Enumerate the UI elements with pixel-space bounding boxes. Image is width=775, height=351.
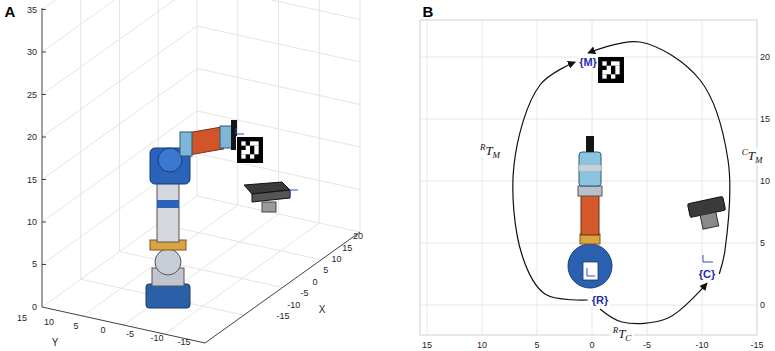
tick-label: -10 — [695, 341, 708, 350]
tick-label: 35 — [27, 6, 37, 15]
robot-joint — [155, 249, 181, 275]
tick-label: 20 — [760, 53, 770, 62]
panel-letter: A — [5, 4, 16, 19]
camera-front — [252, 190, 290, 202]
camera-frame — [290, 190, 298, 196]
tick-label: 0 — [760, 301, 765, 310]
floor-grid — [42, 196, 360, 334]
tick-label: 15 — [342, 243, 352, 252]
transform-arrow — [600, 283, 707, 323]
aruco-marker — [237, 137, 263, 163]
tick-label: -15 — [276, 312, 289, 321]
axis-label: Y — [52, 338, 59, 348]
frame-name: {R} — [592, 294, 609, 306]
transform-label: RTM — [478, 144, 502, 157]
camera-frame-top — [703, 255, 713, 262]
tick-label: 0 — [589, 341, 594, 350]
transform-label: CTM — [740, 149, 765, 162]
wall-grid — [42, 0, 360, 279]
robot-column — [157, 180, 179, 242]
axis-lines — [42, 8, 360, 343]
robot-arm-3d — [146, 120, 237, 308]
robot-frame-axes — [587, 268, 595, 276]
aruco-marker-border — [236, 136, 264, 164]
robot-link-top — [581, 195, 599, 235]
tick-label: 5 — [32, 260, 37, 269]
tick-label: 15 — [27, 175, 37, 184]
robot-arm-top — [568, 136, 612, 288]
tick-label: 20 — [27, 133, 37, 142]
robot-wrist-band — [579, 165, 601, 171]
tick-label: 10 — [27, 218, 37, 227]
robot-joint-top — [578, 186, 602, 196]
robot-wrist — [220, 126, 232, 148]
camera-mount-top — [700, 212, 719, 229]
tick-label: -10 — [150, 334, 163, 343]
transform-label: RTC — [611, 327, 634, 340]
frame-label: {R} — [591, 294, 610, 306]
tick-label: 10 — [44, 318, 54, 327]
tick-label: -5 — [300, 289, 308, 298]
robot-column-stripe — [157, 200, 179, 208]
aruco-marker-top — [598, 57, 624, 83]
tick-label: 5 — [73, 322, 78, 331]
tick-label: 10 — [477, 341, 487, 350]
tick-label: 5 — [760, 239, 765, 248]
transform-arrow — [513, 62, 588, 300]
marker-frame — [236, 128, 244, 134]
robot-base — [146, 284, 190, 308]
tick-label: 0 — [100, 326, 105, 335]
panel-letter: B — [423, 4, 434, 19]
tick-label: 10 — [760, 177, 770, 186]
tick-label: 5 — [534, 341, 539, 350]
tick-label: 0 — [313, 277, 318, 286]
camera-mount — [262, 202, 276, 212]
robot-shoulder-rotor — [158, 148, 182, 172]
camera-top — [687, 196, 728, 231]
robot-base-frame — [583, 262, 598, 280]
robot-gripper-top — [586, 136, 594, 152]
tick-label: -10 — [287, 300, 300, 309]
tick-label: 15 — [422, 341, 432, 350]
tick-label: -5 — [643, 341, 651, 350]
tick-label: 25 — [27, 90, 37, 99]
tick-label: 5 — [323, 266, 328, 275]
robot-elbow — [180, 132, 192, 156]
plan-grid — [420, 20, 757, 335]
plan-box — [420, 20, 757, 335]
frame-label: {M} — [578, 56, 598, 68]
tick-label: -15 — [750, 341, 763, 350]
tick-label: 15 — [17, 314, 27, 323]
frame-name: {M} — [579, 56, 597, 68]
camera-3d — [244, 182, 298, 212]
frame-label: {C} — [698, 268, 717, 280]
axis-label: X — [319, 305, 326, 315]
tick-label: 20 — [353, 232, 363, 241]
tick-label: -5 — [126, 330, 134, 339]
tick-label: 15 — [760, 115, 770, 124]
frame-name: {C} — [699, 268, 716, 280]
robot-base-top — [568, 244, 612, 288]
tick-label: 10 — [331, 255, 341, 264]
transform-arrow — [588, 42, 730, 274]
tick-label: 30 — [27, 48, 37, 57]
robot-wrist-top — [579, 152, 601, 186]
tick-label: 0 — [32, 302, 37, 311]
tick-label: -15 — [177, 338, 190, 347]
